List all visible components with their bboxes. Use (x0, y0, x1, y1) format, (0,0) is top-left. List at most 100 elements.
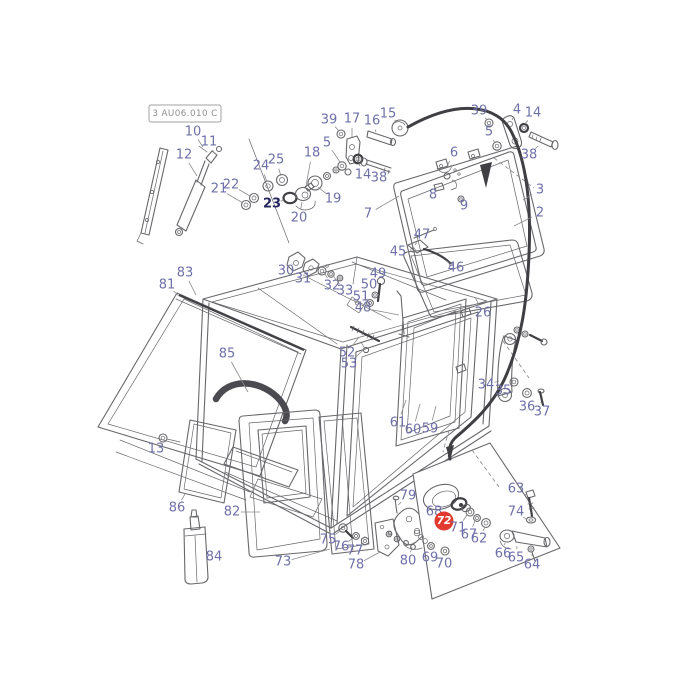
part-callout-24[interactable]: 24 (253, 159, 270, 174)
door-glass (178, 419, 237, 504)
part-callout-63[interactable]: 63 (508, 482, 525, 497)
part-callout-26[interactable]: 26 (475, 306, 492, 321)
part-callout-22[interactable]: 22 (223, 178, 240, 193)
part-callout-86[interactable]: 86 (169, 501, 186, 516)
leader-line (400, 399, 407, 415)
part-callout-62[interactable]: 62 (471, 532, 488, 547)
part-callout-14[interactable]: 14 (525, 106, 542, 121)
leader-line (333, 276, 340, 285)
leader-line (410, 546, 413, 553)
part-callout-46[interactable]: 46 (448, 261, 465, 276)
leader-line (188, 162, 198, 177)
part-callout-4[interactable]: 4 (513, 103, 521, 118)
part-callout-65[interactable]: 65 (508, 551, 525, 566)
part-callout-14[interactable]: 14 (355, 168, 372, 183)
part-callout-39[interactable]: 39 (471, 104, 488, 119)
part-callout-13[interactable]: 13 (148, 442, 165, 457)
part-callout-59[interactable]: 59 (422, 422, 439, 437)
part-callout-48[interactable]: 48 (355, 301, 372, 316)
side-window (395, 298, 472, 447)
part-callout-73[interactable]: 73 (275, 555, 292, 570)
leader-line (397, 501, 402, 506)
leader-line (462, 514, 468, 521)
part-callout-64[interactable]: 64 (524, 558, 541, 573)
part-callout-51[interactable]: 51 (353, 290, 370, 305)
part-callout-33[interactable]: 33 (337, 284, 354, 299)
selected-part-highlight[interactable] (434, 511, 454, 531)
leader-line (509, 384, 512, 386)
part-callout-23[interactable]: 23 (263, 197, 281, 212)
part-callout-75[interactable]: 75 (320, 533, 337, 548)
part-callout-82[interactable]: 82 (224, 505, 241, 520)
part-callout-80[interactable]: 80 (400, 554, 417, 569)
part-callout-45[interactable]: 45 (390, 245, 407, 260)
part-callout-25[interactable]: 25 (268, 153, 285, 168)
part-callout-10[interactable]: 10 (185, 125, 202, 140)
leader-line (173, 290, 180, 297)
part-callout-2[interactable]: 2 (536, 206, 544, 221)
part-callout-76[interactable]: 76 (333, 540, 350, 555)
swoosh-taper-tip (446, 445, 454, 461)
part-callout-31[interactable]: 31 (295, 272, 312, 287)
part-callout-16[interactable]: 16 (364, 114, 381, 129)
leader-line (444, 259, 449, 264)
reference-code-text: 3 AU06.010 C (152, 109, 217, 119)
leader-line (355, 348, 365, 358)
part-callout-37[interactable]: 37 (534, 405, 551, 420)
part-callout-60[interactable]: 60 (405, 423, 422, 438)
part-callout-49[interactable]: 49 (370, 267, 387, 282)
leader-line (492, 139, 496, 144)
part-callout-47[interactable]: 47 (414, 228, 431, 243)
part-callout-20[interactable]: 20 (291, 211, 308, 226)
part-callout-18[interactable]: 18 (304, 146, 321, 161)
part-callout-72[interactable]: 72 (437, 515, 452, 527)
part-callout-50[interactable]: 50 (361, 278, 378, 293)
leader-line (331, 150, 341, 163)
part-callout-77[interactable]: 77 (347, 544, 364, 559)
part-callout-8[interactable]: 8 (429, 188, 437, 203)
part-callout-38[interactable]: 38 (521, 148, 538, 163)
part-callout-69[interactable]: 69 (422, 551, 439, 566)
leader-line (484, 117, 488, 121)
part-callout-3[interactable]: 3 (536, 183, 544, 198)
part-callout-5[interactable]: 5 (323, 136, 331, 151)
part-callout-85[interactable]: 85 (219, 347, 236, 362)
part-callout-84[interactable]: 84 (206, 550, 223, 565)
part-callout-71[interactable]: 71 (450, 521, 467, 536)
part-callout-15[interactable]: 15 (380, 107, 397, 122)
leader-line (197, 139, 204, 148)
part-callout-79[interactable]: 79 (400, 489, 417, 504)
part-callout-6[interactable]: 6 (450, 146, 458, 161)
part-callout-12[interactable]: 12 (176, 148, 193, 163)
part-callout-11[interactable]: 11 (201, 135, 218, 150)
part-callout-83[interactable]: 83 (177, 266, 194, 281)
part-callout-35[interactable]: 35 (495, 384, 512, 399)
part-callout-19[interactable]: 19 (325, 192, 342, 207)
part-callout-52[interactable]: 52 (339, 346, 356, 361)
part-callout-61[interactable]: 61 (390, 416, 407, 431)
part-callout-81[interactable]: 81 (159, 278, 176, 293)
leader-line (511, 117, 514, 121)
part-callout-53[interactable]: 53 (341, 357, 358, 372)
leader-line (482, 526, 486, 532)
part-callout-70[interactable]: 70 (436, 557, 453, 572)
leader-line (324, 273, 328, 279)
part-callout-30[interactable]: 30 (278, 264, 295, 279)
part-callout-39[interactable]: 39 (321, 113, 338, 128)
part-callout-9[interactable]: 9 (460, 199, 468, 214)
part-callout-7[interactable]: 7 (364, 207, 372, 222)
part-callout-34[interactable]: 34 (478, 378, 495, 393)
leader-line (263, 174, 268, 183)
part-callout-66[interactable]: 66 (495, 547, 512, 562)
part-callout-5[interactable]: 5 (485, 125, 493, 140)
part-callout-74[interactable]: 74 (508, 505, 525, 520)
latch-panel (412, 429, 561, 600)
part-callout-32[interactable]: 32 (324, 279, 341, 294)
part-callout-17[interactable]: 17 (344, 112, 361, 127)
part-callout-78[interactable]: 78 (348, 558, 365, 573)
leader-line (472, 520, 476, 527)
part-callout-38[interactable]: 38 (371, 171, 388, 186)
part-callout-67[interactable]: 67 (461, 528, 478, 543)
part-callout-21[interactable]: 21 (211, 182, 228, 197)
part-callout-36[interactable]: 36 (519, 400, 536, 415)
